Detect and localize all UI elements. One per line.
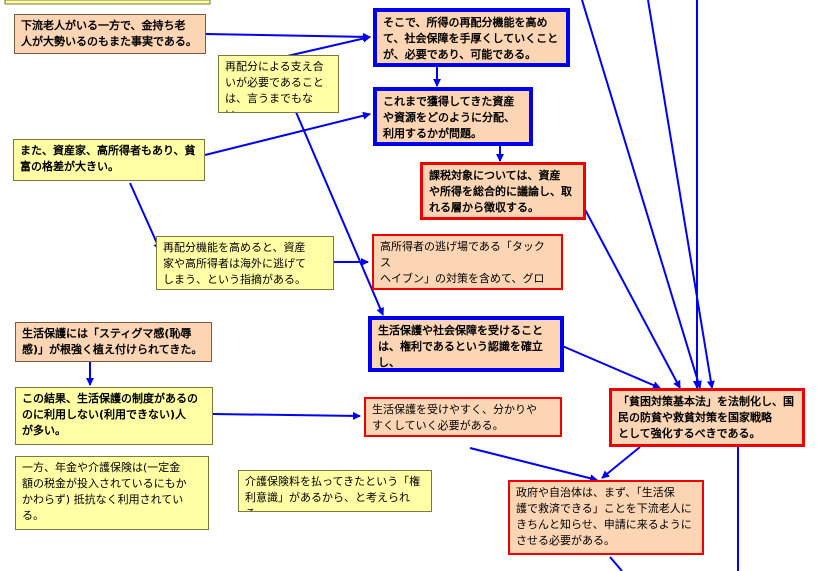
arrow-taxation-to-poverty-law — [579, 199, 681, 389]
box-tax-haven: 高所得者の逃げ場である「タックス ヘイブン」の対策を含めて、グロー バルの視点で… — [372, 234, 563, 290]
box-rights-awareness: 生活保護や社会保障を受けること は、権利であるという認識を確立し、 浸透させる必… — [368, 316, 564, 372]
arrow-government-down — [609, 556, 623, 571]
top-left-box-edge — [4, 0, 211, 5]
arrow-poverty-law-to-government — [601, 446, 641, 479]
box-stigma: 生活保護には「スティグマ感(恥辱 感)」が根強く植え付けられてきた。 — [15, 322, 212, 362]
arrow-support-to-rights — [295, 111, 384, 316]
box-government-inform: 政府や自治体は、まず、「生活保 護で救済できる」ことを下流老人に きちんと知らせ… — [508, 480, 704, 555]
box-strengthen-redistribution: そこで、所得の再配分機能を高め て、社会保障を手厚くしていくこと が、必要であり… — [373, 8, 570, 67]
arrow-top-b-to-poverty-law — [647, 0, 715, 389]
box-lower-class-elderly: 下流老人がいる一方で、金持ち老 人が大勢いるのもまた事実である。 — [14, 14, 206, 54]
box-capitalists-high-income: また、資産家、高所得者もあり、貧 富の格差が大きい。 — [13, 139, 205, 181]
box-not-used: この結果、生活保護の制度があるの のに利用しない(利用できない)人 が多い。 — [15, 387, 213, 445]
arrow-not-used-to-easier — [212, 411, 361, 420]
box-care-premium-rights: 介護保険料を払ってきたという「権 利意識」があるから、と考えられる。 — [238, 470, 432, 512]
arrow-easier-to-government — [469, 447, 598, 483]
box-allocate-assets: これまで獲得してきた資産 や資源をどのように分配、 利用するかが問題。 — [373, 87, 533, 146]
arrow-capitalists-to-allocate — [204, 111, 371, 156]
arrow-top-a-to-poverty-law — [581, 0, 702, 389]
box-escape-abroad: 再配分機能を高めると、資産 家や高所得者は海外に逃げて しまう、という指摘がある… — [156, 236, 334, 290]
arrow-lower-to-strengthen — [204, 32, 371, 41]
arrow-capitalists-to-escape — [129, 182, 161, 251]
box-easier-to-receive: 生活保護を受けやすく、分かりや すくしていく必要がある。 — [364, 397, 562, 437]
box-taxation-target: 課税対象については、資産 や所得を総合的に議論し、取 れる層から徴収する。 — [420, 162, 586, 220]
box-pension-care: 一方、年金や介護保険は(一定金 額の税金が投入されているにもか かわらず) 抵抗… — [15, 456, 209, 530]
arrow-rights-to-poverty-law — [559, 344, 661, 389]
box-poverty-law: 「貧困対策基本法」を法制化し、国 民の防貧や救貧対策を国家戦略 として強化するべ… — [609, 388, 805, 447]
box-redistribution-support: 再配分による支え合 いが必要であること は、言うまでもない。 — [218, 55, 339, 113]
